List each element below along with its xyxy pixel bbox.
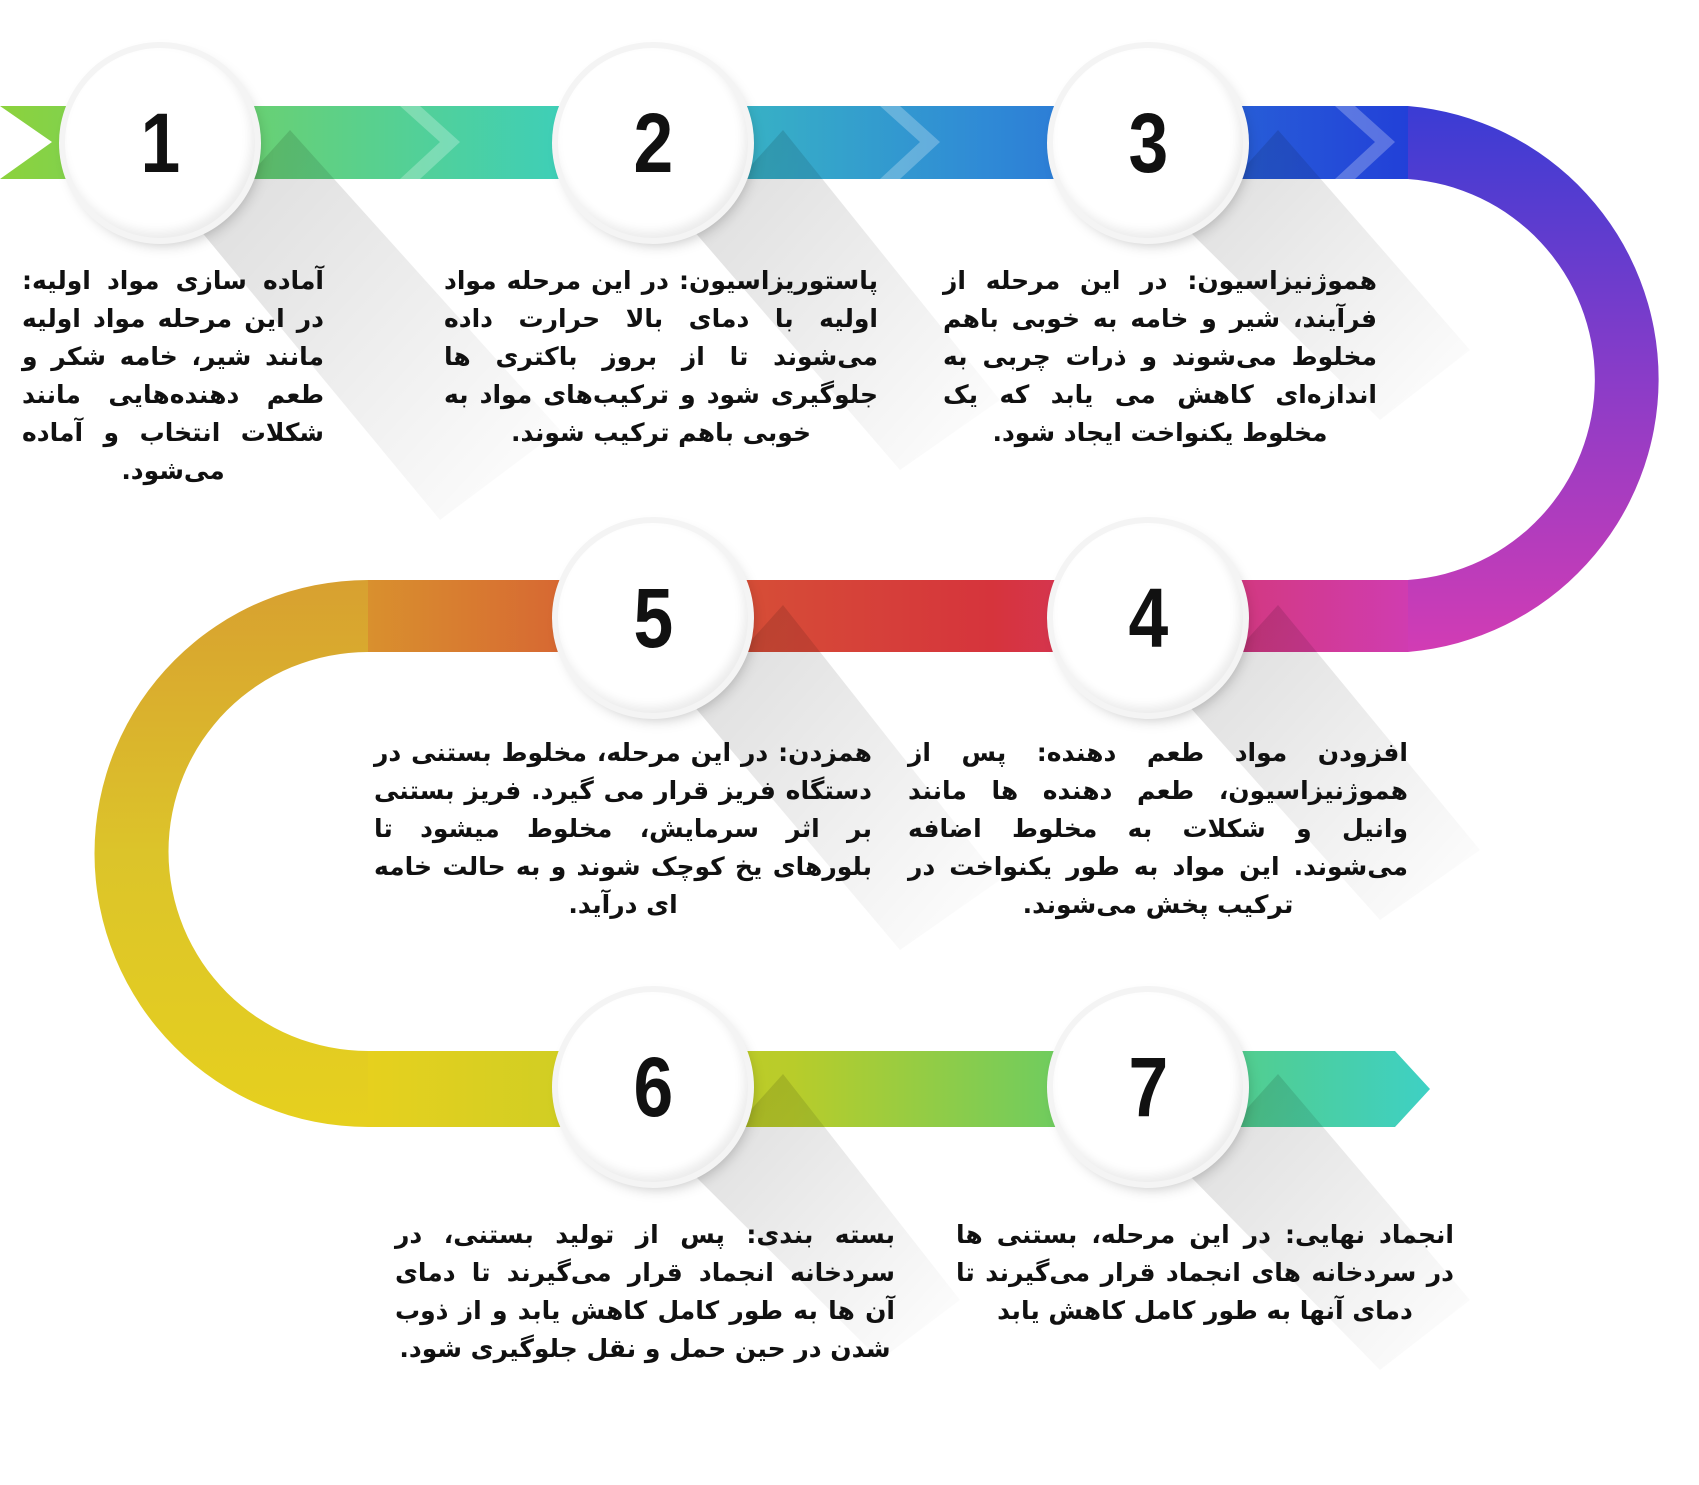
step-number: 3 <box>1128 95 1168 190</box>
step-4-circle: 4 <box>1053 523 1243 713</box>
step-number: 6 <box>633 1039 673 1134</box>
step-3-circle: 3 <box>1053 48 1243 238</box>
step-1-description: آماده سازی مواد اولیه: در این مرحله مواد… <box>22 266 324 485</box>
step-5-circle: 5 <box>558 523 748 713</box>
step-5-description: همزدن: در این مرحله، مخلوط بستنی در دستگ… <box>374 738 872 919</box>
step-number: 5 <box>633 570 673 665</box>
step-4-description: افزودن مواد طعم دهنده: پس از هموژنیزاسیو… <box>908 738 1408 919</box>
band-arc-left <box>94 580 369 1127</box>
step-number: 1 <box>140 95 180 190</box>
step-1-circle: 1 <box>65 48 255 238</box>
step-2-description: پاستوریزاسیون: در این مرحله مواد اولیه ب… <box>444 266 878 447</box>
step-3-description: هموژنیزاسیون: در این مرحله از فرآیند، شی… <box>943 266 1377 447</box>
step-6-description: بسته بندی: پس از تولید بستنی، در سردخانه… <box>395 1220 895 1363</box>
step-number: 7 <box>1128 1039 1168 1134</box>
band-arc-right <box>1408 106 1659 652</box>
circle-shadows <box>200 130 1480 1370</box>
step-7-description: انجماد نهایی: در این مرحله، بستنی ها در … <box>956 1220 1454 1325</box>
step-7-circle: 7 <box>1053 992 1243 1182</box>
chevron-marks <box>400 106 1395 179</box>
step-6-circle: 6 <box>558 992 748 1182</box>
step-number: 2 <box>633 95 673 190</box>
step-2-circle: 2 <box>558 48 748 238</box>
step-number: 4 <box>1128 570 1168 665</box>
